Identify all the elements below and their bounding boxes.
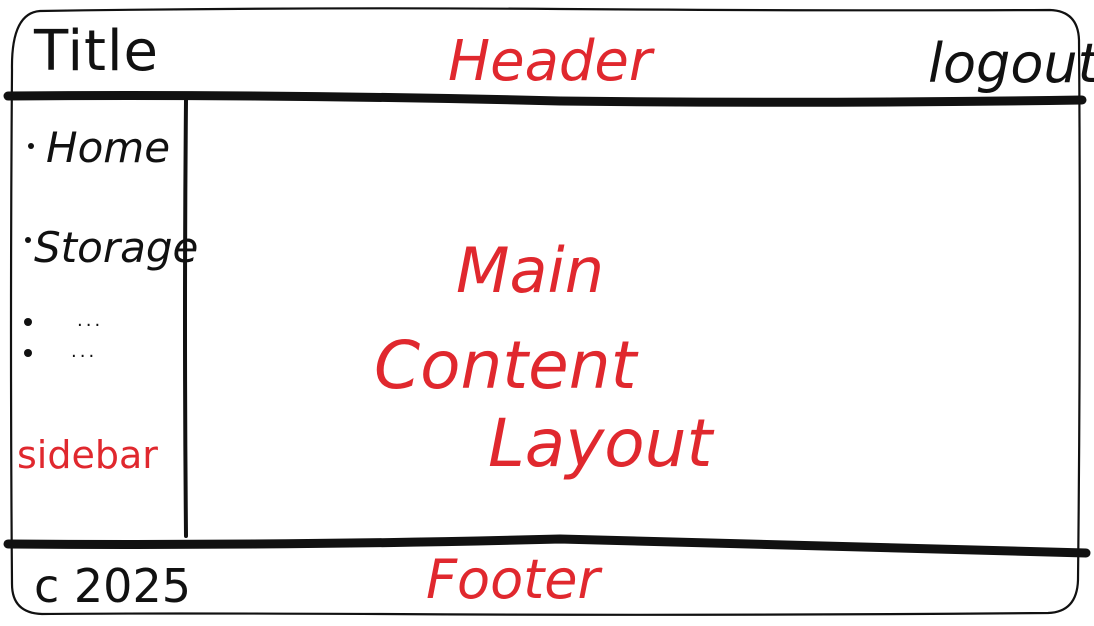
sidebar-item-storage[interactable]: Storage [34,223,198,272]
header-title: Title [33,19,159,84]
sidebar-item-home[interactable]: Home [46,123,170,172]
main-label-line-2: Content [374,327,639,404]
footer-label: Footer [426,548,603,611]
header-label: Header [448,29,655,94]
sidebar-divider [183,98,188,538]
footer-copyright: c 2025 [34,559,191,613]
sidebar-bullet-home [28,143,34,149]
logout-link[interactable]: logout [928,32,1094,95]
sidebar-item-more-1[interactable]: ... [77,310,103,331]
main-label-line-3: Layout [488,405,714,482]
main-label-line-1: Main [456,234,604,307]
outer-frame [9,7,1081,616]
sidebar-bullet-storage [25,237,31,243]
sidebar-item-more-2[interactable]: ... [71,341,97,362]
header-divider [3,91,1087,107]
sidebar-bullet-more-1 [24,318,32,326]
footer-divider [3,534,1091,558]
main-content-label: Main Content Layout [374,234,714,482]
sidebar-bullet-more-2 [24,349,32,357]
sidebar-label: sidebar [17,433,158,477]
